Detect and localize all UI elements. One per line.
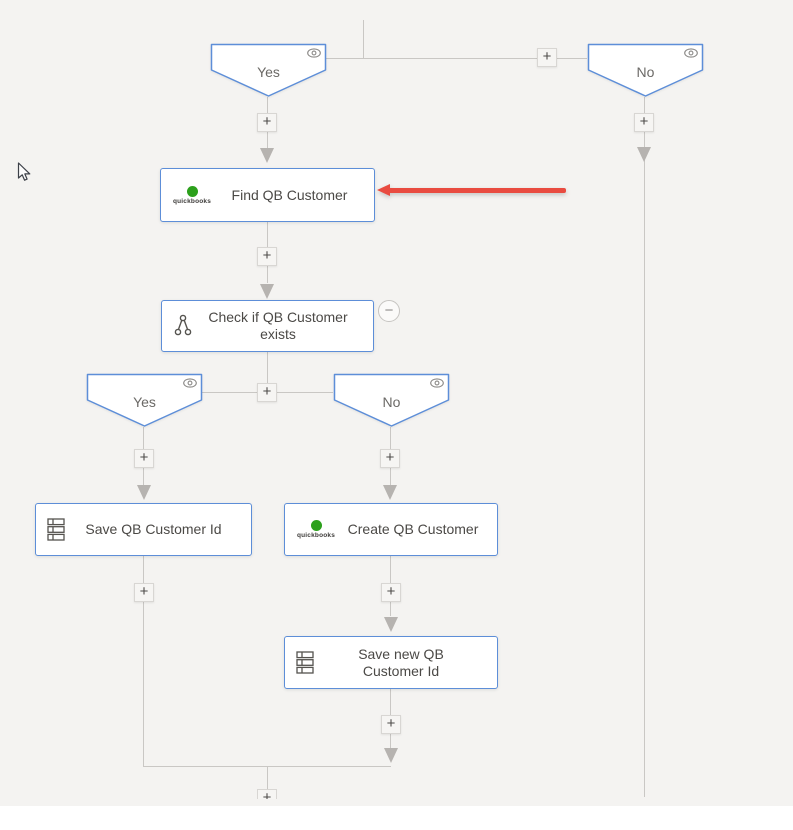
insert-step-button[interactable]: + (257, 113, 277, 132)
condition-branch-icon (173, 313, 193, 339)
collapse-button[interactable]: − (378, 300, 400, 322)
connector-line (143, 468, 144, 485)
insert-step-button[interactable]: + (634, 113, 654, 132)
mouse-cursor (17, 162, 31, 181)
connector-line (143, 556, 144, 583)
action-label: Check if QB Customer exists (208, 309, 348, 342)
connector-arrowhead (137, 485, 151, 500)
connector-line (390, 427, 391, 449)
quickbooks-logo-icon: quickbooks (293, 520, 339, 539)
connector-line (267, 766, 268, 789)
insert-step-button[interactable]: + (134, 583, 154, 602)
connector-arrowhead (383, 485, 397, 500)
branch-label: No (636, 64, 655, 80)
insert-step-button[interactable]: + (257, 247, 277, 266)
action-label: Save QB Customer Id (85, 521, 222, 537)
action-create-qb-customer[interactable]: quickbooks Create QB Customer (284, 503, 498, 556)
branch-label: Yes (133, 394, 156, 410)
action-find-qb-customer[interactable]: quickbooks Find QB Customer (160, 168, 375, 222)
insert-step-button[interactable]: + (380, 449, 400, 468)
insert-step-button[interactable]: + (257, 789, 277, 799)
branch-shape (210, 43, 327, 97)
connector-arrowhead (384, 748, 398, 763)
eye-icon[interactable] (429, 377, 445, 389)
annotation-arrowhead (377, 184, 390, 196)
connector-line (325, 58, 587, 59)
branch-top-no[interactable]: No (587, 43, 704, 99)
data-operation-icon (296, 650, 315, 675)
branch-label: Yes (257, 64, 280, 80)
insert-step-button[interactable]: + (381, 583, 401, 602)
connector-line (644, 132, 645, 797)
connector-arrowhead (260, 284, 274, 299)
connector-line (267, 132, 268, 148)
insert-step-button[interactable]: + (537, 48, 557, 67)
connector-line (143, 427, 144, 449)
connector-line (390, 689, 391, 715)
eye-icon[interactable] (683, 47, 699, 59)
insert-step-button-clipped[interactable]: + (257, 789, 277, 799)
branch-mid-no[interactable]: No (333, 373, 450, 429)
insert-step-button[interactable]: + (134, 449, 154, 468)
action-label: Create QB Customer (347, 521, 479, 537)
connector-line (390, 556, 391, 583)
quickbooks-logo-icon: quickbooks (169, 185, 215, 205)
branch-top-yes[interactable]: Yes (210, 43, 327, 99)
connector-arrowhead (260, 148, 274, 163)
connector-line (267, 222, 268, 247)
connector-line (390, 734, 391, 748)
eye-icon[interactable] (306, 47, 322, 59)
connector-line (267, 352, 268, 383)
branch-shape (587, 43, 704, 97)
connector-arrowhead (637, 147, 651, 162)
action-save-new-qb-customer-id[interactable]: Save new QB Customer Id (284, 636, 498, 689)
connector-line (363, 20, 364, 58)
quickbooks-brand-text: quickbooks (172, 197, 212, 205)
action-label: Save new QB Customer Id (358, 645, 444, 679)
connector-arrowhead (384, 617, 398, 632)
branch-mid-yes[interactable]: Yes (86, 373, 203, 429)
branch-shape (333, 373, 450, 427)
action-label: Find QB Customer (231, 186, 348, 203)
connector-line (143, 602, 144, 766)
connector-line (267, 97, 268, 113)
connector-line (644, 97, 645, 113)
insert-step-button[interactable]: + (257, 383, 277, 402)
connector-line (267, 266, 268, 283)
flow-designer-canvas: + Yes + No + quickbooks Find QB Cu (0, 0, 793, 806)
action-check-qb-customer-exists[interactable]: Check if QB Customer exists (161, 300, 374, 352)
data-operation-icon (47, 517, 66, 542)
annotation-arrow-shaft (385, 188, 566, 193)
eye-icon[interactable] (182, 377, 198, 389)
connector-line (390, 468, 391, 485)
branch-shape (86, 373, 203, 427)
action-save-qb-customer-id[interactable]: Save QB Customer Id (35, 503, 252, 556)
branch-label: No (382, 394, 401, 410)
connector-line (390, 602, 391, 616)
annotation-red-arrow (377, 184, 567, 197)
insert-step-button[interactable]: + (381, 715, 401, 734)
quickbooks-brand-text: quickbooks (296, 532, 336, 539)
